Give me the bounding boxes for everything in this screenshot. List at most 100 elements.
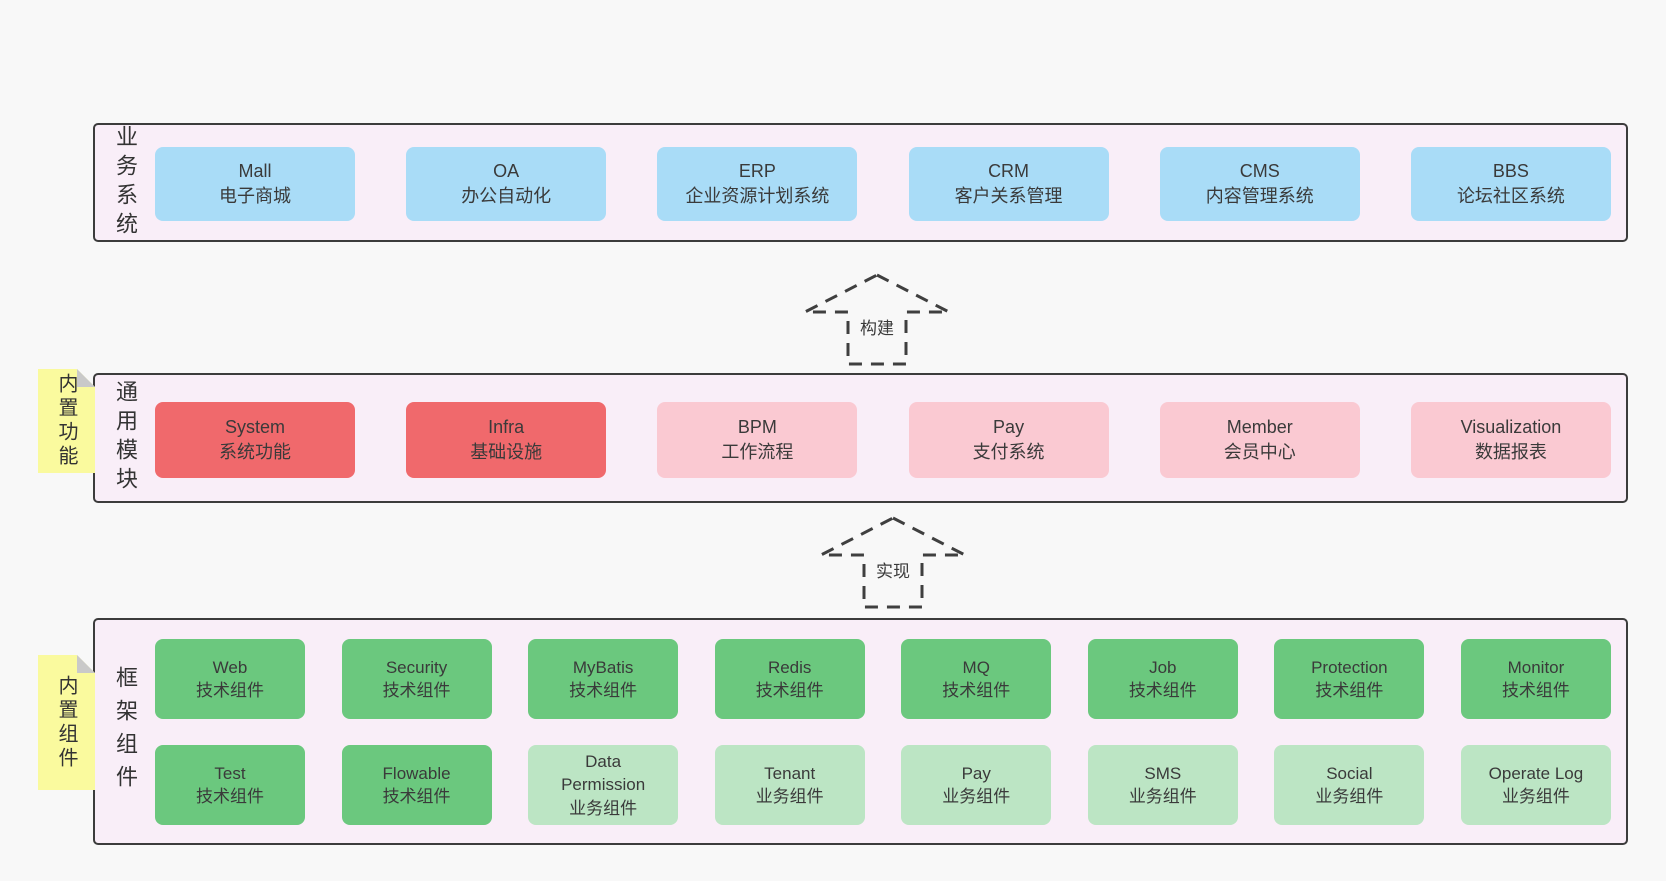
box-redis: Redis 技术组件 [714, 639, 865, 719]
box-title: Redis [767, 657, 812, 677]
up-arrow-icon [804, 273, 950, 366]
band-label-business: 业务系统 [113, 124, 138, 241]
box-oa: OA 办公自动化 [406, 147, 607, 221]
box-title: Web [212, 657, 248, 677]
sticky-note-builtin-components: 内置组件 [38, 655, 95, 790]
box-pay-business: Pay 业务组件 [901, 745, 1052, 825]
up-arrow-icon [820, 516, 966, 609]
box-title: BBS [1492, 161, 1529, 182]
box-subtitle: 工作流程 [721, 442, 794, 462]
arrow-implement: 实现 [818, 515, 968, 610]
arrow-build-label: 构建 [860, 319, 894, 338]
arrow-build: 构建 [802, 272, 952, 367]
box-cms: CMS 内容管理系统 [1159, 147, 1360, 221]
box-subtitle: 技术组件 [1315, 681, 1384, 700]
box-subtitle: 企业资源计划系统 [685, 186, 830, 206]
box-title: Security [385, 657, 448, 677]
box-visualization: Visualization 数据报表 [1410, 402, 1611, 478]
box-web: Web 技术组件 [155, 639, 305, 719]
box-subtitle: 内容管理系统 [1205, 186, 1314, 206]
box-title: Visualization [1460, 417, 1562, 438]
box-subtitle: 业务组件 [942, 787, 1011, 806]
box-mybatis: MyBatis 技术组件 [528, 639, 679, 719]
box-title: MyBatis [572, 657, 634, 677]
business-box-row: Mall 电子商城 OA 办公自动化 ERP 企业资源计划系统 CRM 客户关系… [155, 147, 1611, 221]
box-title: Tenant [764, 763, 816, 783]
box-subtitle: 论坛社区系统 [1456, 186, 1565, 206]
box-crm: CRM 客户关系管理 [908, 147, 1109, 221]
box-mq: MQ 技术组件 [901, 639, 1052, 719]
box-subtitle: 业务组件 [569, 798, 638, 818]
box-subtitle: 技术组件 [1128, 681, 1197, 700]
box-tenant: Tenant 业务组件 [714, 745, 865, 825]
box-subtitle: 技术组件 [196, 787, 264, 806]
band-business-systems: 业务系统 Mall 电子商城 OA 办公自动化 ERP 企业资源计划系统 CRM… [93, 123, 1628, 242]
box-subtitle: 技术组件 [942, 681, 1011, 700]
box-subtitle: 技术组件 [755, 681, 824, 700]
box-pay: Pay 支付系统 [908, 402, 1109, 478]
box-title: OA [493, 161, 520, 182]
sticky-note-builtin-features: 内置功能 [38, 369, 95, 473]
box-subtitle: 业务组件 [1315, 787, 1384, 806]
box-subtitle: 电子商城 [219, 186, 291, 206]
box-subtitle: 技术组件 [1501, 681, 1570, 700]
box-infra: Infra 基础设施 [406, 402, 607, 478]
box-subtitle: 技术组件 [382, 681, 451, 700]
box-security: Security 技术组件 [341, 639, 492, 719]
modules-box-row: System 系统功能 Infra 基础设施 BPM 工作流程 Pay 支付系统… [155, 402, 1611, 478]
box-job: Job 技术组件 [1087, 639, 1238, 719]
box-mall: Mall 电子商城 [155, 147, 355, 221]
box-monitor: Monitor 技术组件 [1460, 639, 1611, 719]
band-label-framework: 框架组件 [113, 665, 138, 798]
box-subtitle: 办公自动化 [461, 186, 552, 206]
box-title: Protection [1311, 657, 1388, 677]
box-title: System [224, 417, 285, 438]
box-test: Test 技术组件 [155, 745, 305, 825]
box-subtitle: 数据报表 [1474, 442, 1547, 462]
box-subtitle: 支付系统 [972, 442, 1045, 462]
box-title: CRM [988, 161, 1030, 182]
box-erp: ERP 企业资源计划系统 [657, 147, 858, 221]
box-bpm: BPM 工作流程 [657, 402, 858, 478]
box-subtitle: 业务组件 [1501, 787, 1570, 806]
arrow-implement-label: 实现 [876, 562, 910, 581]
box-title: Pay [961, 763, 991, 783]
box-title: Pay [993, 417, 1025, 438]
box-title: Test [214, 763, 246, 783]
box-subtitle: 技术组件 [196, 681, 264, 700]
box-protection: Protection 技术组件 [1274, 639, 1425, 719]
box-title: Mall [238, 161, 272, 182]
box-bbs: BBS 论坛社区系统 [1410, 147, 1611, 221]
box-title: Monitor [1507, 657, 1565, 677]
box-title: ERP [738, 161, 776, 182]
box-title: Flowable [382, 763, 451, 783]
framework-box-row-2: Test 技术组件 Flowable 技术组件 Data Permission … [155, 745, 1611, 825]
box-subtitle: 客户关系管理 [954, 186, 1063, 206]
box-title: SMS [1144, 763, 1182, 783]
box-title: Infra [488, 417, 525, 438]
sticky-note-text: 内置功能 [55, 373, 77, 469]
box-subtitle: 业务组件 [755, 787, 824, 806]
box-operate-log: Operate Log 业务组件 [1460, 745, 1611, 825]
box-subtitle: 基础设施 [470, 442, 543, 462]
box-title: Member [1226, 417, 1293, 438]
box-title: Data Permission [561, 751, 646, 795]
box-sms: SMS 业务组件 [1087, 745, 1238, 825]
box-title: Social [1326, 763, 1373, 783]
box-title: CMS [1239, 161, 1280, 182]
box-subtitle: 系统功能 [219, 442, 291, 462]
box-subtitle: 业务组件 [1128, 787, 1197, 806]
box-system: System 系统功能 [155, 402, 355, 478]
box-title: Job [1149, 657, 1177, 677]
band-label-modules: 通用模块 [113, 380, 138, 496]
box-member: Member 会员中心 [1159, 402, 1360, 478]
box-title: BPM [737, 417, 777, 438]
box-subtitle: 技术组件 [382, 787, 451, 806]
framework-box-row-1: Web 技术组件 Security 技术组件 MyBatis 技术组件 Redi… [155, 639, 1611, 719]
band-framework-components: 框架组件 Web 技术组件 Security 技术组件 MyBatis 技术组件… [93, 618, 1628, 845]
box-subtitle: 技术组件 [569, 681, 638, 700]
box-data-permission: Data Permission 业务组件 [528, 745, 679, 825]
band-common-modules: 通用模块 System 系统功能 Infra 基础设施 BPM 工作流程 Pay… [93, 373, 1628, 503]
box-subtitle: 会员中心 [1223, 442, 1296, 462]
sticky-note-text: 内置组件 [55, 674, 77, 771]
